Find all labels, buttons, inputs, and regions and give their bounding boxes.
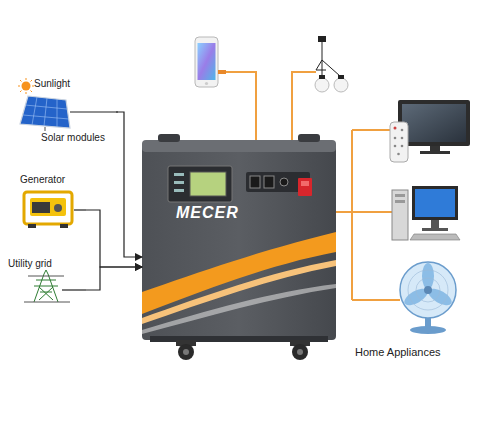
- computer-icon: [392, 186, 460, 240]
- grid-node: Utility grid: [4, 256, 86, 306]
- node-label: Sunlight: [34, 78, 70, 90]
- group-label: Home Appliances: [355, 346, 441, 359]
- node-label: Generator: [20, 174, 65, 186]
- brand-logo: MECER: [176, 204, 239, 222]
- generator-node: Generator: [10, 172, 86, 232]
- phone-icon: [195, 37, 226, 87]
- power-pylon: [24, 270, 70, 302]
- node-label: Utility grid: [8, 258, 52, 270]
- inverter-node: MECER: [142, 138, 336, 342]
- caster-wheels: [176, 340, 310, 360]
- solar-node: SunlightSolar modules: [8, 76, 116, 150]
- led-bulbs: [315, 36, 348, 92]
- solar-panel: [20, 96, 118, 131]
- tv-icon: [398, 100, 470, 154]
- input-connector: [86, 267, 142, 290]
- input-connector: [86, 210, 142, 267]
- node-label: Solar modules: [41, 132, 105, 144]
- fan-icon: [400, 262, 456, 334]
- inverter-housing: [142, 134, 336, 360]
- remote-icon: [390, 122, 408, 162]
- generator-icon: [24, 192, 86, 228]
- sun-icon: [18, 78, 34, 94]
- input-connector: [116, 112, 142, 257]
